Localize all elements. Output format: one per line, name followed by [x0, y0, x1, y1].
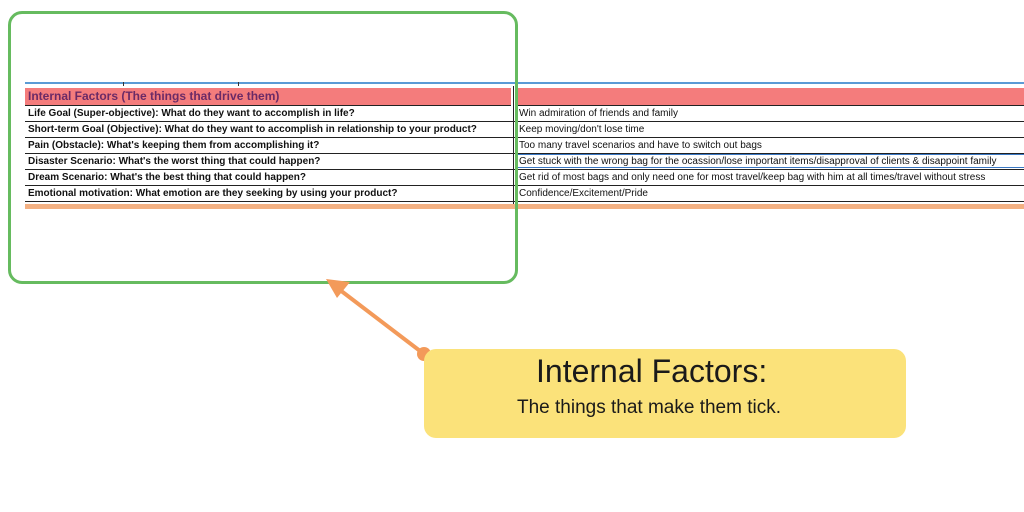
- highlight-box: [8, 11, 518, 284]
- spreadsheet-snippet: Internal Factors (The things that drive …: [25, 82, 1024, 212]
- table-row: Pain (Obstacle): What's keeping them fro…: [25, 138, 1024, 154]
- section-header-title: Internal Factors (The things that drive …: [28, 89, 280, 103]
- row-answer: Get stuck with the wrong bag for the oca…: [519, 156, 997, 167]
- row-question: Life Goal (Super-objective): What do the…: [28, 108, 355, 119]
- row-answer: Get rid of most bags and only need one f…: [519, 172, 986, 183]
- row-answer: Too many travel scenarios and have to sw…: [519, 140, 762, 151]
- arrow-line: [338, 288, 426, 356]
- sheet-top-border: [25, 82, 1024, 84]
- callout-subtitle: The things that make them tick.: [517, 397, 782, 418]
- row-answer: Confidence/Excitement/Pride: [519, 188, 648, 199]
- row-question: Pain (Obstacle): What's keeping them fro…: [28, 140, 320, 151]
- row-question: Dream Scenario: What's the best thing th…: [28, 172, 306, 183]
- row-question: Disaster Scenario: What's the worst thin…: [28, 156, 321, 167]
- callout-box: Internal Factors: The things that make t…: [424, 349, 906, 438]
- table-row: Emotional motivation: What emotion are t…: [25, 186, 1024, 202]
- section-bottom-band: [25, 204, 1024, 209]
- table-row: Short-term Goal (Objective): What do the…: [25, 122, 1024, 138]
- section-header-row: Internal Factors (The things that drive …: [25, 88, 1024, 106]
- row-question: Short-term Goal (Objective): What do the…: [28, 124, 477, 135]
- column-tick: [123, 82, 124, 86]
- row-question: Emotional motivation: What emotion are t…: [28, 188, 398, 199]
- table-row: Life Goal (Super-objective): What do the…: [25, 106, 1024, 122]
- table-row: Dream Scenario: What's the best thing th…: [25, 170, 1024, 186]
- table-row: Disaster Scenario: What's the worst thin…: [25, 154, 1024, 170]
- column-divider: [513, 86, 514, 208]
- column-tick: [238, 82, 239, 86]
- selected-cell-outline: [516, 154, 1024, 168]
- callout-title: Internal Factors:: [536, 353, 768, 389]
- row-answer: Keep moving/don't lose time: [519, 124, 645, 135]
- row-answer: Win admiration of friends and family: [519, 108, 678, 119]
